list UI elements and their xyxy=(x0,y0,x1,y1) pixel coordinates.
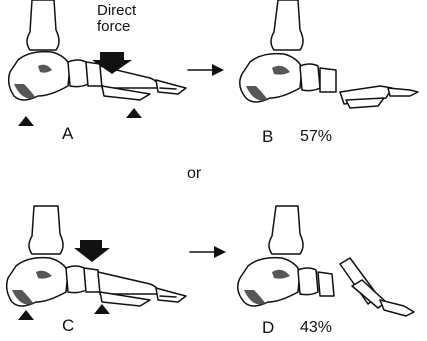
panel-label-b: B xyxy=(262,128,273,145)
panel-label-c: C xyxy=(62,317,74,334)
foot-b xyxy=(240,0,418,108)
direct-force-label: Direct force xyxy=(97,3,136,35)
panel-label-d: D xyxy=(262,319,274,336)
panel-label-a: A xyxy=(62,125,73,142)
or-label: or xyxy=(187,166,201,182)
transition-arrow-ab xyxy=(188,64,224,76)
transition-arrow-cd xyxy=(190,246,226,258)
percentage-d: 43% xyxy=(300,320,332,336)
foot-d xyxy=(238,206,414,316)
foot-c xyxy=(7,206,186,320)
direct-force-line-2: force xyxy=(97,18,130,35)
percentage-b: 57% xyxy=(300,129,332,145)
direct-force-line-1: Direct xyxy=(97,2,136,19)
